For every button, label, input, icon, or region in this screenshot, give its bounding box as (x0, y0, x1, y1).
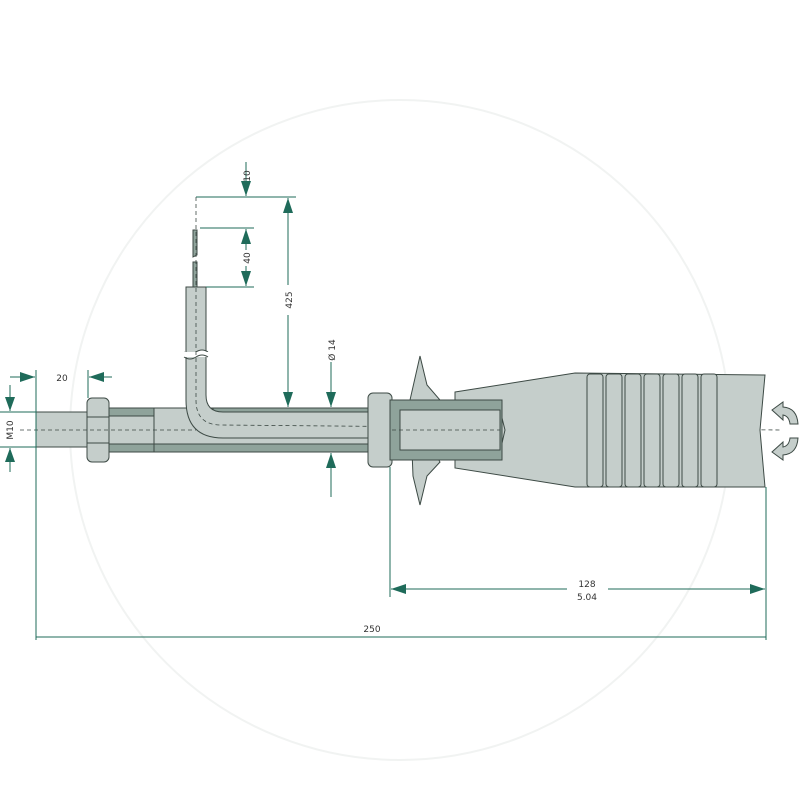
dim-shaft-diameter: Ø 14 (327, 339, 338, 361)
dim-total-length: 250 (363, 625, 380, 635)
grip-rings (586, 373, 718, 488)
dimension-lines (0, 162, 767, 640)
dim-thread-size: M10 (6, 420, 16, 439)
dim-handle-length-in: 5.04 (577, 593, 597, 603)
bent-pipe (183, 229, 369, 439)
dim-tip-segment: 40 (243, 252, 253, 264)
dim-tip-length: 10 (243, 170, 253, 182)
center-line (195, 197, 781, 431)
dim-handle-length-mm: 128 (578, 580, 595, 590)
dim-pipe-height: 425 (285, 291, 295, 308)
dimension-labels: 10 40 425 Ø 14 20 M10 128 5.04 250 (6, 170, 597, 635)
dim-thread-length: 20 (56, 374, 68, 384)
rotate-icon (771, 401, 799, 461)
handle (367, 355, 766, 506)
